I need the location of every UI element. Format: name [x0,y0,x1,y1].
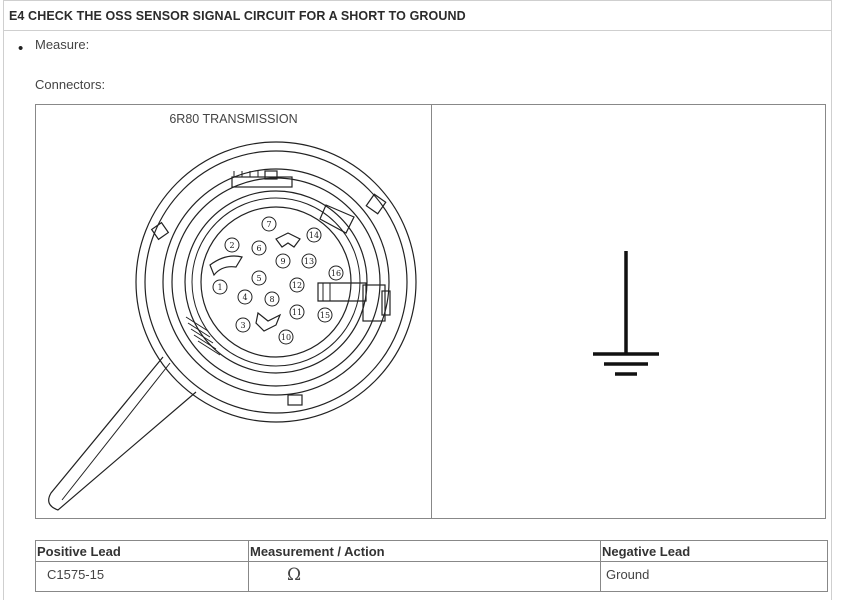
header-measurement-action: Measurement / Action [248,540,601,562]
connector-caption: 6R80 TRANSMISSION [169,112,298,126]
svg-text:9: 9 [280,257,285,266]
content-frame [3,0,832,600]
svg-text:15: 15 [320,311,330,320]
svg-text:3: 3 [240,321,245,330]
header-positive-lead: Positive Lead [35,540,249,562]
ground-cell [432,105,825,518]
svg-text:11: 11 [292,308,302,317]
svg-text:7: 7 [266,220,271,229]
svg-text:1: 1 [217,283,222,292]
svg-text:14: 14 [309,231,319,240]
connector-face-icon: 1 2 3 4 5 6 7 8 9 10 11 12 13 14 15 16 [48,141,417,511]
connector-cell: 6R80 TRANSMISSION [36,105,432,518]
svg-text:2: 2 [229,241,234,250]
measurement-table: Positive Lead Measurement / Action Negat… [35,540,828,592]
ground-symbol-icon [593,251,659,376]
table-header-row: Positive Lead Measurement / Action Negat… [35,540,828,562]
svg-text:6: 6 [256,244,261,253]
svg-text:13: 13 [304,257,314,266]
header-negative-lead: Negative Lead [600,540,828,562]
svg-text:12: 12 [292,281,302,290]
connector-table: 6R80 TRANSMISSION [35,104,826,519]
connectors-label: Connectors: [35,77,106,92]
measure-instruction: Measure: [35,37,90,52]
step-title: E4 CHECK THE OSS SENSOR SIGNAL CIRCUIT F… [9,9,466,23]
svg-text:4: 4 [242,293,247,302]
measurement-cell: Ω [248,561,601,592]
top-border [3,0,832,1]
svg-text:10: 10 [281,333,291,342]
bullet-icon: • [18,40,24,57]
positive-lead-cell: C1575-15 [35,561,249,592]
svg-text:5: 5 [256,274,261,283]
negative-lead-cell: Ground [600,561,828,592]
svg-text:8: 8 [269,295,274,304]
title-divider [3,30,832,31]
svg-text:16: 16 [331,269,341,278]
table-row: C1575-15 Ω Ground [35,561,828,592]
